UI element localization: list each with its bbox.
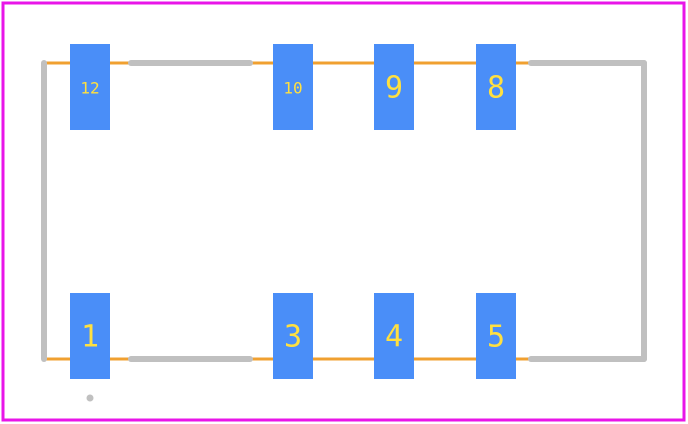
origin-marker [86,394,94,402]
bottom-pad-row: 1 3 4 5 [70,293,516,379]
pad-shape [374,44,414,130]
pad-top-3: 9 [374,44,414,130]
pad-bottom-2: 3 [273,293,313,379]
pad-number-label: 10 [283,79,302,98]
pad-number-label: 12 [80,79,99,98]
pad-top-4: 8 [476,44,516,130]
pad-shape [273,44,313,130]
pad-number-label: 8 [487,71,505,106]
pad-bottom-4: 5 [476,293,516,379]
silkscreen-outline [41,60,647,362]
pad-shape [70,293,110,379]
pad-number-label: 9 [385,71,403,106]
pad-number-label: 4 [385,320,403,355]
pad-number-label: 3 [284,320,302,355]
pad-top-2: 10 [273,44,313,130]
pad-shape [273,293,313,379]
pad-shape [476,44,516,130]
pad-bottom-3: 4 [374,293,414,379]
pad-shape [476,293,516,379]
pad-top-1: 12 [70,44,110,130]
top-pad-row: 12 10 9 8 [70,44,516,130]
pad-number-label: 1 [81,320,99,355]
pad-shape [374,293,414,379]
pad-bottom-1: 1 [70,293,110,379]
pad-number-label: 5 [487,320,505,355]
assembly-outline [44,61,644,361]
pad-shape [70,44,110,130]
